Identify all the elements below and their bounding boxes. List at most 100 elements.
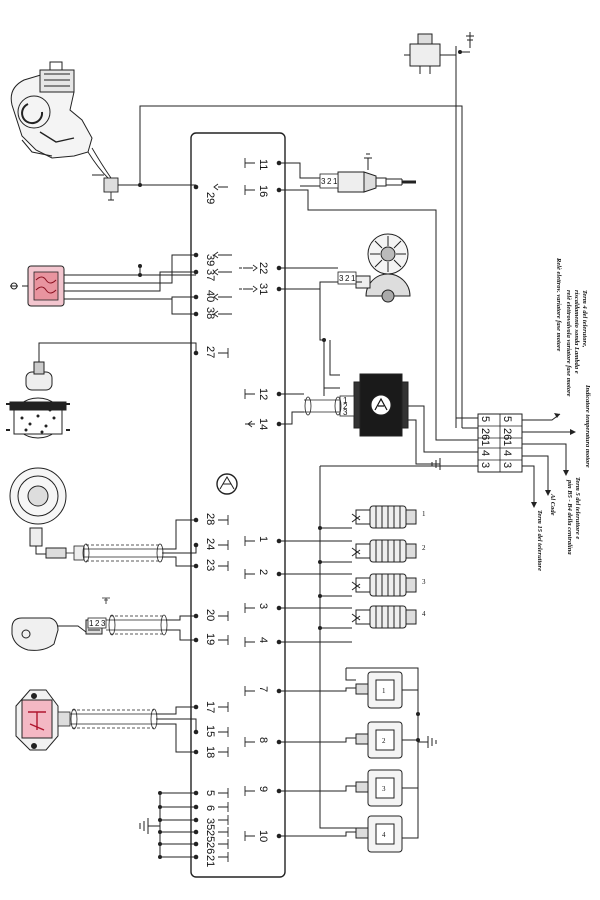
note-text: Term 5 del teleruttore e: [574, 477, 581, 539]
injector-number: 1: [422, 510, 426, 518]
right-wire-dots: [318, 338, 420, 742]
pin-label: 19: [204, 633, 216, 645]
conn-pin: 1: [343, 396, 348, 405]
pin-label: 3: [257, 603, 269, 609]
ecu-box: [190, 132, 286, 878]
note-text: Term 15 del teleruttore: [536, 510, 543, 571]
pin-label: 37: [204, 269, 216, 281]
conn-pin: 1: [333, 177, 338, 186]
ground-bus: [139, 792, 196, 858]
pin-label: 23: [204, 559, 216, 571]
ignition-module-icon: [353, 373, 409, 437]
conn-pin: 4: [501, 450, 513, 456]
conn-pin: 1: [89, 619, 94, 628]
pin-label: 5: [204, 790, 216, 796]
injector-numbers: 1 2 3 4: [422, 510, 426, 618]
right-wires: [279, 162, 570, 839]
shielded-cable: [304, 396, 342, 416]
pin-label: 7: [257, 686, 269, 692]
coil-number: 2: [382, 737, 386, 745]
pin-label: 20: [204, 609, 216, 621]
injector-number: 3: [422, 578, 426, 586]
left-wires: [38, 105, 463, 753]
solenoid-valve-icon: [404, 32, 474, 74]
pin-label: 25: [204, 830, 216, 842]
pin-label: 35: [204, 818, 216, 830]
pin-label: 31: [257, 283, 269, 295]
conn-pin: 1: [479, 440, 491, 446]
pin-label: 27: [204, 346, 216, 358]
conn-pin: 4: [479, 450, 491, 456]
conn-pin: 1: [351, 274, 356, 283]
throttle-position-sensor-icon: [15, 689, 59, 751]
output-arrows: [531, 413, 576, 508]
note-text: Indicatore temperatura motore: [584, 384, 591, 468]
pin-label: 2: [257, 569, 269, 575]
conn-pin: 3: [343, 408, 348, 417]
note-text: relè elettrovalvola variatore fase motor…: [565, 290, 572, 397]
conn-pin: 3: [339, 274, 344, 283]
annotations: Term 4 del telerutore, riscaldamento son…: [536, 257, 591, 571]
pin-label: 8: [257, 737, 269, 743]
ecu-right-pins: 11 16 22 31 12 14 1 2 3 4 7 8 9 10: [257, 159, 269, 842]
pin-label: 29: [204, 192, 216, 204]
crank-sensor-connector: 3 2 1: [337, 271, 357, 285]
speed-sensor-connector: 1 2 3: [87, 617, 107, 629]
conn-pin: 5: [479, 416, 491, 422]
ecu-pin-arrows: [213, 158, 258, 862]
flywheel-icon: [355, 233, 411, 303]
pin-label: 15: [204, 725, 216, 737]
pin-label: 1: [257, 536, 269, 542]
note-text: pin B5 - B4 della centralina: [566, 479, 573, 555]
ignition-coil-icon: [355, 815, 403, 853]
note-text: Al Code: [549, 493, 556, 516]
ignition-module-connector: 1 2 3: [339, 395, 355, 417]
shielded-cable: [66, 543, 164, 563]
conn-pin: 26: [501, 428, 513, 440]
pin-label: 9: [257, 786, 269, 792]
pin-label: 21: [204, 855, 216, 867]
pin-label: 28: [204, 513, 216, 525]
main-connector: 5 26 1 4 3 5 26 1 4 3: [477, 413, 523, 473]
coolant-sensor-connector: 3 2 1: [319, 173, 339, 189]
conn-pin: 2: [95, 619, 100, 628]
conn-pin: 3: [501, 462, 513, 468]
ecu-left-pins: 29 39 37 40 38 27 28 24 23 20 19 17 15 1…: [204, 192, 216, 867]
ignition-coil-icon: [355, 671, 403, 709]
throttle-body-icon: [10, 61, 93, 159]
injector-icon: [351, 539, 417, 563]
pin-label: 26: [204, 842, 216, 854]
coolant-temperature-sensor-icon: [337, 153, 416, 193]
throttle-connector: [87, 147, 119, 201]
conn-pin: 3: [479, 462, 491, 468]
conn-pin: 2: [343, 402, 348, 411]
pin-label: 24: [204, 538, 216, 550]
ignition-coil-icon: [355, 769, 403, 807]
ignition-coil-icon: [355, 721, 403, 759]
ignition-coils: [355, 671, 403, 853]
pin-label: 10: [257, 830, 269, 842]
pin-label: 40: [204, 290, 216, 302]
pin-label: 22: [257, 262, 269, 274]
coil-number: 4: [382, 831, 386, 839]
note-text: riscaldamento sonda Lambda e: [573, 290, 580, 374]
shielded-cable: [102, 597, 168, 636]
left-wire-dots: [138, 183, 142, 277]
pin-label: 39: [204, 254, 216, 266]
injector-harness-icon: [10, 265, 74, 307]
injector-number: 2: [422, 544, 426, 552]
tps-connector: [57, 708, 158, 730]
pin-label: 4: [257, 637, 269, 643]
pin-label: 17: [204, 701, 216, 713]
conn-pin: 5: [501, 416, 513, 422]
pin-label: 12: [257, 388, 269, 400]
ecu-pin-dots: [193, 160, 282, 860]
note-text: Relè elettrov. variatore fase motore: [555, 257, 562, 352]
conn-pin: 3: [101, 619, 106, 628]
phase-sensor-icon: [11, 617, 103, 651]
coil-number: 1: [382, 687, 386, 695]
note-text: Term 4 del telerutore,: [581, 290, 588, 348]
conn-pin: 2: [327, 177, 332, 186]
pin-label: 16: [257, 185, 269, 197]
ground-bus-dots: [158, 791, 162, 859]
